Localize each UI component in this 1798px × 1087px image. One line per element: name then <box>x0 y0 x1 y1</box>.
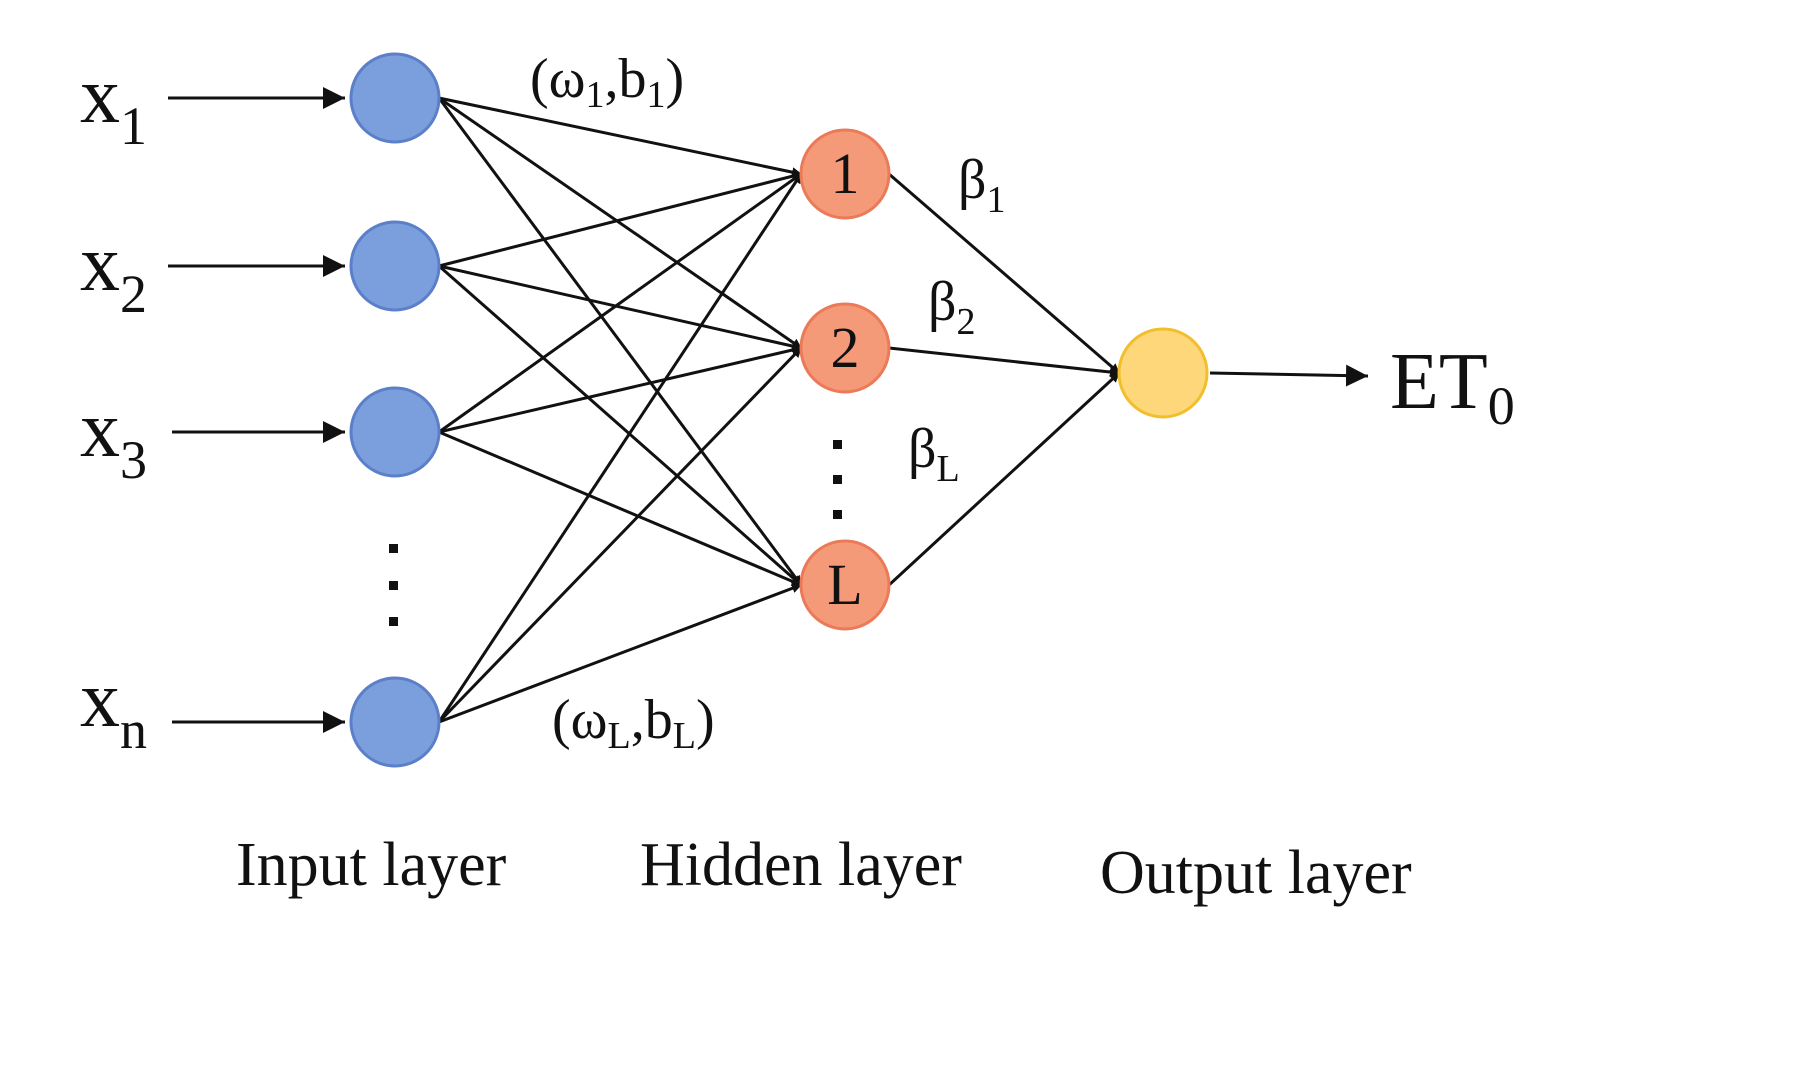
edge-input-3-to-hidden-2 <box>438 345 802 434</box>
edge-input-1-to-hidden-2 <box>438 96 802 350</box>
hidden-node-3 <box>799 539 891 631</box>
hidden-node-1 <box>799 128 891 220</box>
edge-input-4-to-hidden-1 <box>437 173 803 723</box>
beta-label-L: βL <box>908 418 960 490</box>
edge-input-2-to-hidden-2 <box>438 264 802 351</box>
input-label-n: xn <box>80 656 147 760</box>
layer-label-hidden: Hidden layer <box>640 831 962 899</box>
output-arrow <box>1209 364 1369 387</box>
edge-input-2-to-hidden-3 <box>438 264 802 587</box>
edge-hidden-1-to-output <box>888 172 1120 375</box>
hidden-node-2 <box>799 302 891 394</box>
hidden-node-label-3: L <box>827 552 862 617</box>
hidden-ellipsis <box>833 440 842 519</box>
weight-label-top: (ω1,b1) <box>530 48 684 116</box>
output-node <box>1117 327 1209 419</box>
input-node-1 <box>349 52 441 144</box>
input-label-2: x2 <box>80 220 147 324</box>
edge-input-4-to-hidden-2 <box>437 346 803 724</box>
edge-input-1-to-hidden-3 <box>437 97 803 586</box>
edge-input-1-to-hidden-1 <box>438 96 802 178</box>
beta-label-2: β2 <box>928 271 976 343</box>
input-ellipsis <box>389 544 398 626</box>
weight-label-bottom: (ωL,bL) <box>552 689 715 757</box>
input-node-3 <box>349 386 441 478</box>
input-node-2 <box>349 220 441 312</box>
hidden-node-label-2: 2 <box>831 315 860 380</box>
edge-hidden-3-to-output <box>887 371 1121 587</box>
output-label: ET0 <box>1390 338 1515 436</box>
beta-label-1: β1 <box>958 149 1006 221</box>
edge-input-3-to-hidden-1 <box>438 172 802 434</box>
edge-input-2-to-hidden-1 <box>438 171 802 268</box>
layer-label-output: Output layer <box>1100 839 1412 907</box>
input-label-1: x1 <box>80 52 147 156</box>
layer-label-input: Input layer <box>236 831 507 899</box>
network-nodes: 1 2L <box>349 52 1209 768</box>
edge-hidden-2-to-output <box>888 346 1120 377</box>
edge-input-4-to-hidden-3 <box>438 583 802 724</box>
connection-edges <box>437 96 1121 724</box>
input-node-4 <box>349 676 441 768</box>
input-label-3: x3 <box>80 386 147 490</box>
edge-input-3-to-hidden-3 <box>438 430 802 587</box>
hidden-node-label-1: 1 <box>831 141 860 206</box>
